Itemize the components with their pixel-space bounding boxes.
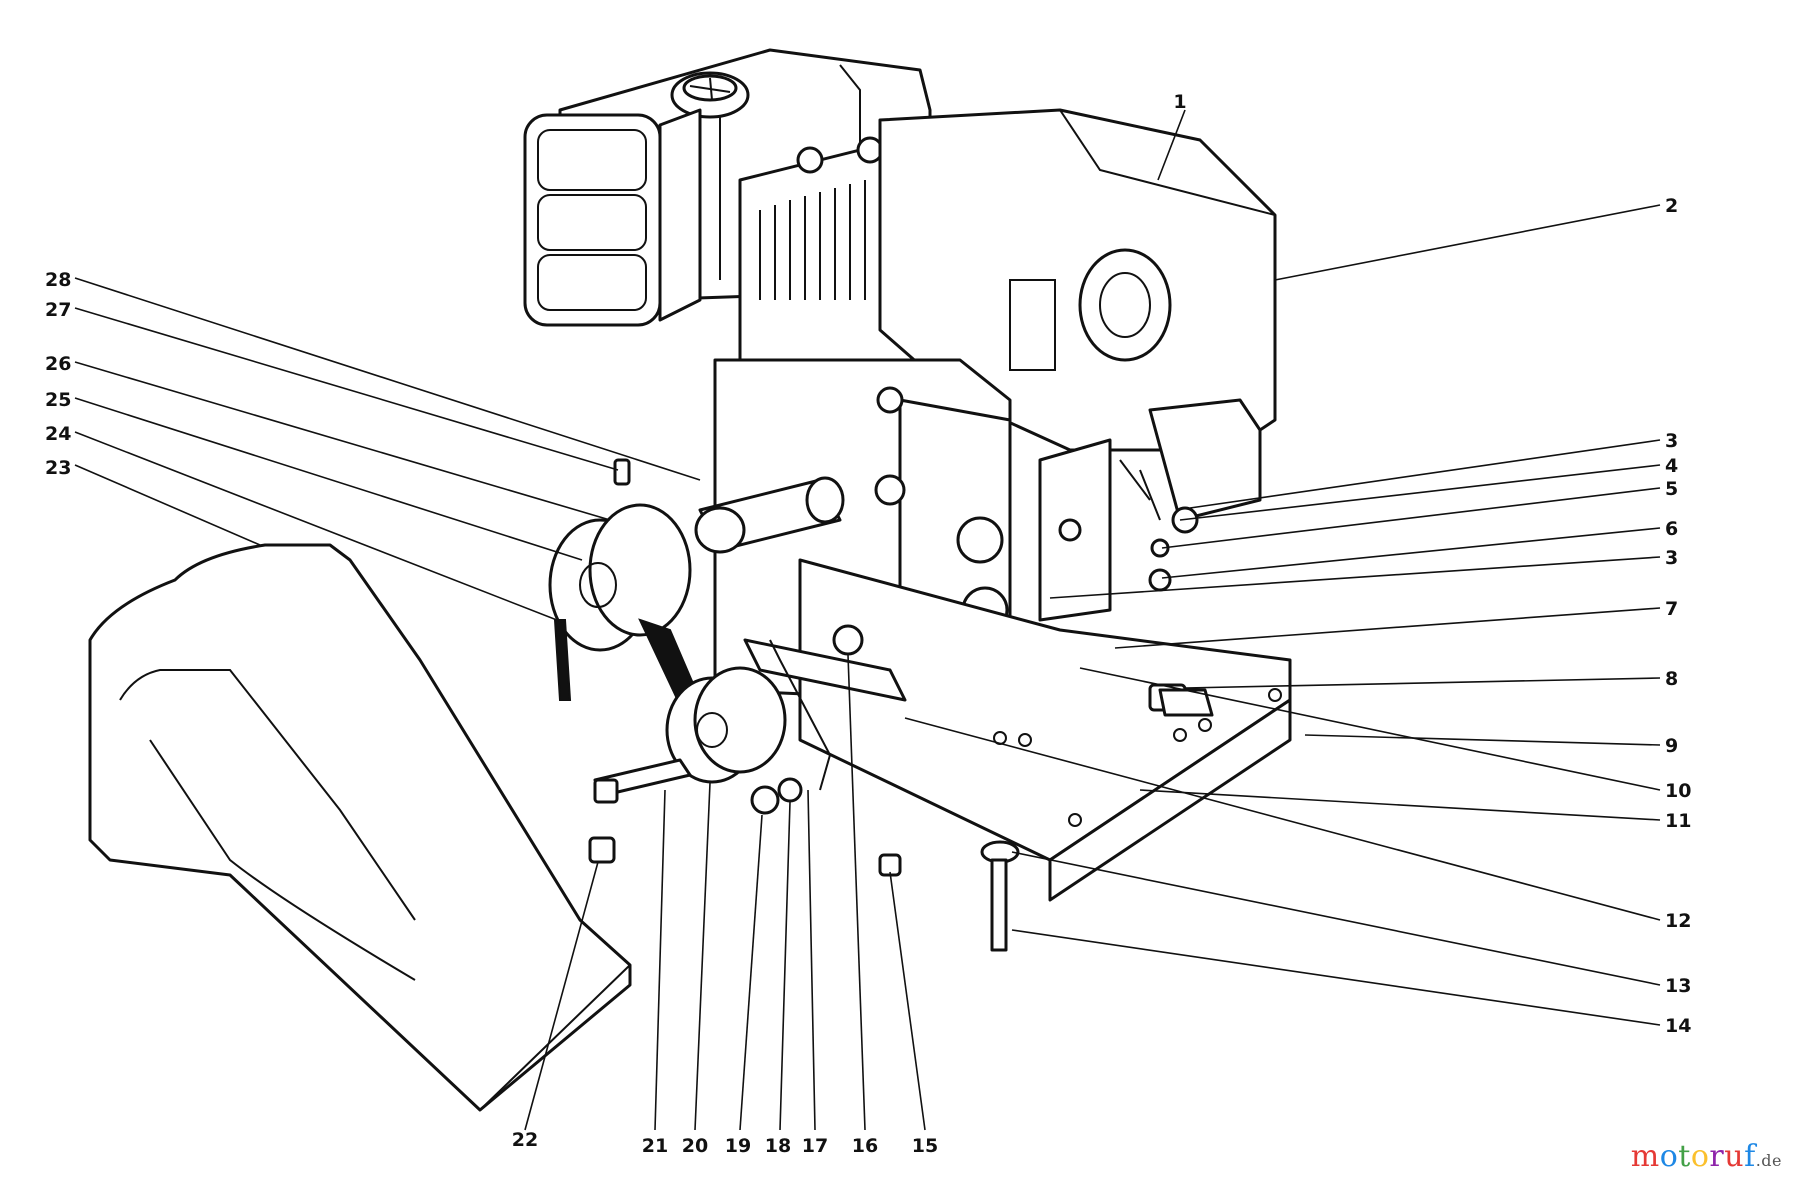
watermark-letter: f	[1744, 1139, 1756, 1174]
callout-leaders	[74, 109, 1661, 1131]
callout-22: 22	[512, 1129, 538, 1151]
watermark-letter: o	[1659, 1139, 1679, 1174]
leader-27	[74, 307, 619, 471]
callout-18: 18	[765, 1135, 791, 1157]
leader-3b	[1049, 556, 1661, 599]
leader-9	[1304, 734, 1661, 746]
watermark-letter: m	[1630, 1139, 1660, 1174]
callout-15: 15	[912, 1135, 938, 1157]
leader-19	[739, 814, 763, 1131]
callout-9: 9	[1665, 735, 1678, 757]
leader-12	[904, 717, 1661, 921]
leader-22	[524, 861, 599, 1131]
leader-20	[694, 782, 711, 1131]
callout-6: 6	[1665, 518, 1678, 540]
callout-27: 27	[45, 299, 71, 321]
callout-17: 17	[802, 1135, 828, 1157]
watermark-text: motoruf	[1631, 1139, 1756, 1174]
callout-23: 23	[45, 457, 71, 479]
callout-1: 1	[1173, 91, 1186, 113]
leader-6	[1161, 527, 1661, 579]
leader-1	[1157, 109, 1186, 181]
leader-5	[1161, 487, 1661, 549]
watermark-letter: u	[1724, 1139, 1745, 1174]
fastener-hardware	[588, 458, 1214, 952]
leader-28	[74, 277, 701, 481]
leader-3a	[1189, 439, 1661, 509]
watermark-suffix: .de	[1755, 1151, 1782, 1170]
engine-base-plate	[798, 558, 1292, 902]
leader-4	[1179, 464, 1661, 521]
callout-21: 21	[642, 1135, 668, 1157]
callout-11: 11	[1665, 810, 1691, 832]
leader-11	[1139, 789, 1661, 821]
callout-10: 10	[1665, 780, 1691, 802]
leader-26	[74, 361, 611, 521]
callout-14: 14	[1665, 1015, 1691, 1037]
callout-5: 5	[1665, 478, 1678, 500]
callout-28: 28	[45, 269, 71, 291]
callout-13: 13	[1665, 975, 1691, 997]
callout-3a: 3	[1665, 430, 1678, 452]
callout-3b: 3	[1665, 547, 1678, 569]
callout-7: 7	[1665, 598, 1678, 620]
drive-pulleys	[548, 503, 907, 791]
leader-14	[1011, 929, 1661, 1026]
callout-8: 8	[1665, 668, 1678, 690]
leader-10	[1079, 667, 1661, 791]
callout-labels: 1 2 3 4 5 6 3 7 8 9 10 11 12 13 14 15 16…	[45, 91, 1691, 1157]
leader-17	[807, 789, 816, 1131]
leader-16	[847, 654, 866, 1131]
leader-15	[889, 871, 926, 1131]
motoruf-watermark: motoruf.de	[1631, 1139, 1782, 1174]
callout-2: 2	[1665, 195, 1678, 217]
leader-8	[1184, 677, 1661, 689]
leader-18	[779, 801, 791, 1131]
watermark-letter: r	[1709, 1139, 1725, 1174]
callout-12: 12	[1665, 910, 1691, 932]
leader-13	[1011, 851, 1661, 986]
leader-21	[654, 789, 666, 1131]
callout-25: 25	[45, 389, 71, 411]
leader-23	[74, 464, 261, 546]
watermark-letter: o	[1690, 1139, 1710, 1174]
belt-guard	[88, 543, 632, 1112]
callout-19: 19	[725, 1135, 751, 1157]
leader-25	[74, 397, 583, 561]
watermark-letter: t	[1678, 1139, 1691, 1174]
leader-7	[1114, 607, 1661, 649]
callout-4: 4	[1665, 455, 1678, 477]
callout-26: 26	[45, 353, 71, 375]
callout-24: 24	[45, 423, 71, 445]
callout-16: 16	[852, 1135, 878, 1157]
leader-2	[1274, 204, 1661, 281]
leader-24	[74, 431, 563, 623]
callout-20: 20	[682, 1135, 708, 1157]
